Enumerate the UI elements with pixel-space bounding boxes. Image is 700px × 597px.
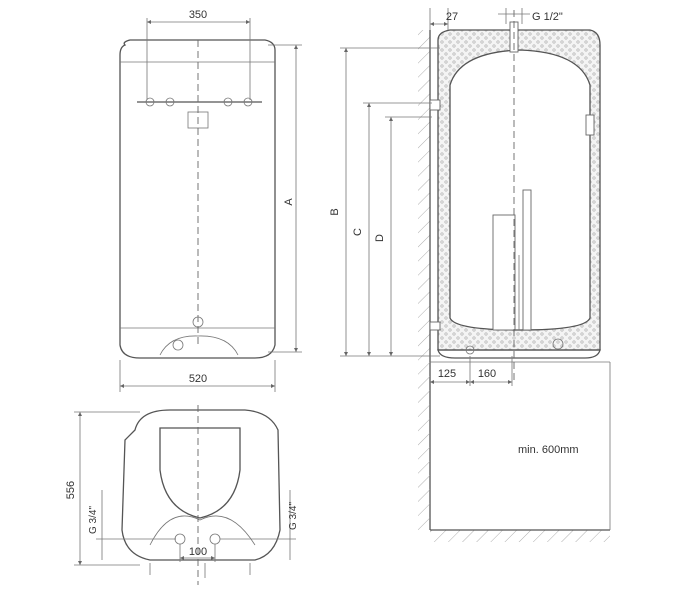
- side-base: [437, 349, 601, 359]
- front-panel-arc: [159, 335, 239, 356]
- dim-label-B: B: [329, 208, 341, 215]
- dim-label-C: C: [352, 228, 364, 236]
- wall-bracket-bottom: [429, 321, 441, 331]
- wall-hatch-lower: [418, 360, 430, 530]
- dim-label-350: 350: [189, 9, 207, 21]
- front-body-outline: [119, 39, 276, 359]
- bracket-hole: [243, 97, 253, 107]
- bracket-hole: [223, 97, 233, 107]
- bottom-body-outline: [121, 409, 281, 561]
- dim-label-556: 556: [65, 481, 77, 499]
- dim-label-g34-left: G 3/4": [88, 506, 99, 534]
- connector-left: [174, 533, 186, 545]
- bottom-fitting: [465, 345, 475, 355]
- bracket-hole: [145, 97, 155, 107]
- dim-label-D: D: [374, 234, 386, 242]
- floor-hatch: [430, 530, 610, 542]
- dim-label-A: A: [283, 198, 295, 206]
- thermostat-knob: [192, 316, 204, 328]
- dim-label-g34-right: G 3/4": [288, 502, 299, 530]
- bottom-skirt-arc: [149, 515, 256, 546]
- anode-sheath: [492, 214, 516, 331]
- heating-element: [522, 189, 532, 331]
- bottom-inner-plate: [159, 427, 241, 519]
- dim-label-g12: G 1/2": [532, 11, 563, 23]
- indicator-light: [172, 339, 184, 351]
- front-view: 350 520 A: [119, 9, 302, 392]
- side-view: min. 600mm 27 G 1/2" B: [329, 8, 611, 542]
- dim-label-100: 100: [189, 546, 207, 558]
- clearance-label: min. 600mm: [518, 444, 579, 456]
- inner-tank: [449, 49, 591, 331]
- wall-bracket-top: [429, 99, 441, 111]
- dim-label-27: 27: [446, 11, 458, 23]
- dim-label-125: 125: [438, 368, 456, 380]
- wall-hatch: [418, 30, 430, 360]
- dim-label-520: 520: [189, 373, 207, 385]
- bottom-view: 556 G 3/4" G 3/4" 100: [65, 405, 299, 585]
- dim-label-160: 160: [478, 368, 496, 380]
- side-fitting: [585, 114, 595, 136]
- bottom-fitting: [552, 338, 564, 350]
- connector-right: [209, 533, 221, 545]
- bracket-hole: [165, 97, 175, 107]
